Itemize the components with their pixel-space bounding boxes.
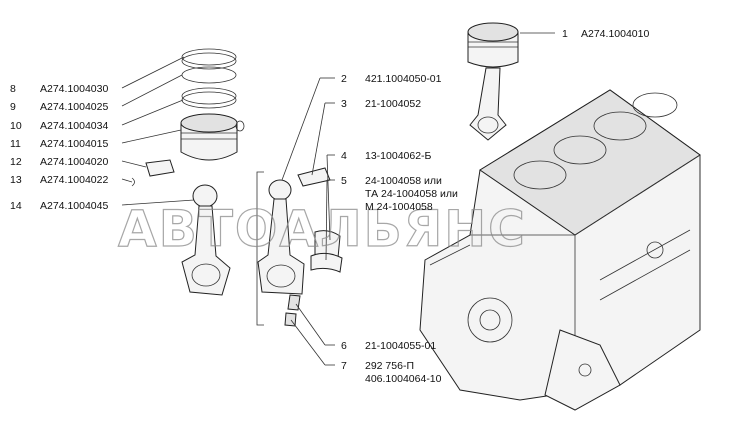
callout-code-6: 21-1004055-01 <box>365 340 436 352</box>
callout-num-8: 8 <box>10 83 16 95</box>
callout-code-7a: 292 756-П <box>365 360 414 372</box>
callout-code-8: A274.1004030 <box>40 83 108 95</box>
callout-code-11: A274.1004015 <box>40 138 108 150</box>
callout-code-9: A274.1004025 <box>40 101 108 113</box>
callout-code-13: A274.1004022 <box>40 174 108 186</box>
callout-code-7b: 406.1004064-10 <box>365 373 442 385</box>
callout-num-5: 5 <box>341 175 347 187</box>
callout-num-7: 7 <box>341 360 347 372</box>
callout-num-12: 12 <box>10 156 22 168</box>
rod-bearings-drawing <box>257 167 343 327</box>
callout-code-2: 421.1004050-01 <box>365 73 442 85</box>
callout-code-12: A274.1004020 <box>40 156 108 168</box>
callout-code-5c: М 24-1004058 <box>365 201 433 213</box>
callout-num-10: 10 <box>10 120 22 132</box>
callout-code-10: A274.1004034 <box>40 120 108 132</box>
callout-num-2: 2 <box>341 73 347 85</box>
callout-num-13: 13 <box>10 174 22 186</box>
callout-num-9: 9 <box>10 101 16 113</box>
callout-code-4: 13-1004062-Б <box>365 150 432 162</box>
callout-code-14: A274.1004045 <box>40 200 108 212</box>
callout-num-11: 11 <box>10 138 21 150</box>
piston-assembly-drawing <box>467 22 519 141</box>
callout-code-5a: 24-1004058 или <box>365 175 442 187</box>
engine-block-drawing <box>419 89 701 411</box>
callout-code-5b: ТА 24-1004058 или <box>365 188 458 200</box>
callout-code-3: 21-1004052 <box>365 98 421 110</box>
callout-num-3: 3 <box>341 98 347 110</box>
piston-rings-drawing <box>131 48 245 187</box>
callout-num-1: 1 <box>562 28 568 40</box>
callout-num-4: 4 <box>341 150 347 162</box>
callout-num-6: 6 <box>341 340 347 352</box>
callout-code-1: A274.1004010 <box>581 28 649 40</box>
group-bracket <box>256 171 264 326</box>
connecting-rod-drawing <box>181 184 231 296</box>
callout-num-14: 14 <box>10 200 22 212</box>
leader-lines <box>121 32 555 366</box>
watermark: АВТОАЛЬЯНС <box>118 200 527 258</box>
